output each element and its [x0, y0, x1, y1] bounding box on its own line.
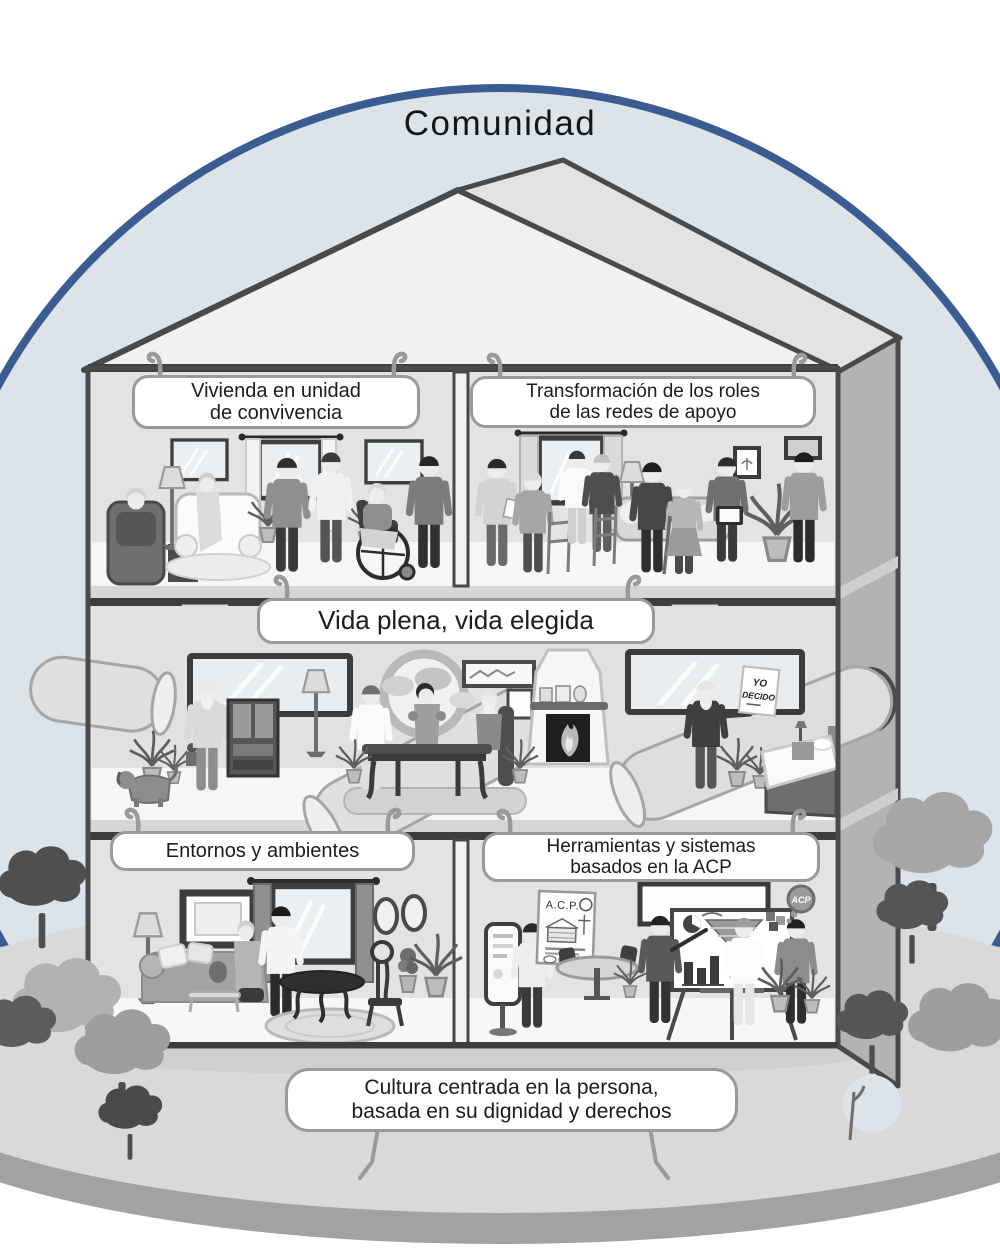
blanket: [360, 528, 398, 550]
bush-plant: [398, 948, 418, 993]
sign-line: basados en la ACP: [570, 857, 732, 878]
divider-wall: [452, 370, 470, 588]
sofa-with-woman: [174, 472, 262, 558]
right-wall-slab-seam: [838, 788, 898, 832]
round-table: [279, 970, 365, 1024]
sign-line: Transformación de los roles: [526, 380, 760, 402]
woman-with-tablet: [705, 457, 749, 562]
nightstand: [792, 742, 814, 760]
sign-room-top-right: Transformación de los roles de las redes…: [470, 376, 816, 428]
divider-wall: [452, 838, 470, 1046]
sign-line: basada en su dignidad y derechos: [351, 1100, 672, 1123]
sign-line: de convivencia: [209, 402, 343, 424]
yo-decido-line1: YO: [752, 677, 768, 689]
pointer-stick: [670, 928, 708, 952]
yo-decido-line2: DECIDO: [742, 689, 776, 702]
ceiling-bar: [88, 832, 838, 840]
frame-plant-doodle: [741, 458, 753, 470]
yo-decido-card: YO DECIDO: [737, 665, 781, 717]
wheelchair-elder: [356, 483, 416, 581]
room-top-right-scene: [474, 429, 828, 575]
skirt: [666, 528, 702, 556]
acp-thought-badge: ACP: [786, 884, 816, 924]
sign-culture-base: Cultura centrada en la persona, basada e…: [285, 1068, 738, 1132]
right-wall-slab-seam: [838, 556, 898, 600]
sign-room-bottom-right: Herramientas y sistemas basados en la AC…: [482, 832, 820, 882]
acp-poster-title: A.C.P.: [546, 899, 580, 912]
oval-mirror: [401, 894, 427, 932]
seated-woman: [408, 683, 446, 744]
dining-table: [362, 744, 492, 800]
window-icon: [364, 439, 424, 485]
speech-bubble-icon: [449, 692, 475, 708]
community-title: Comunidad: [403, 104, 597, 143]
seated-elder: [476, 689, 514, 786]
sign-line: Entornos y ambientes: [165, 839, 360, 862]
right-wall-notch: [843, 1075, 901, 1133]
house-bottom-line: [88, 1042, 838, 1048]
bar-chart-doodle: [682, 956, 724, 986]
meeting-table: [555, 945, 639, 1000]
pie-chart-doodle: [683, 912, 723, 933]
sign-line: Vida plena, vida elegida: [318, 605, 594, 636]
beard: [201, 694, 213, 710]
base-sign-legs: [358, 1126, 670, 1180]
dog-icon: [116, 765, 178, 807]
vegetation: [0, 792, 1000, 1160]
sign-line: Vivienda en unidad: [191, 379, 361, 402]
landscape-frame: [462, 660, 536, 688]
elder-with-cane: [662, 480, 704, 575]
ornate-chair: [366, 940, 404, 1027]
slab: [88, 820, 838, 832]
rug: [343, 787, 527, 815]
seated-elder: [234, 920, 264, 1002]
vase: [209, 961, 227, 983]
yo-decido-man: YO DECIDO: [683, 665, 781, 789]
floor-middle-scene: YO DECIDO: [29, 648, 894, 863]
cube-doodle: [766, 912, 785, 931]
cabinet: [226, 698, 280, 778]
big-frame: [179, 889, 257, 949]
speech-bubble-icon: [382, 676, 414, 696]
oval-mirror: [373, 897, 399, 935]
beard: [700, 694, 712, 710]
sign-line: Herramientas y sistemas: [546, 835, 756, 857]
acp-badge-label: ACP: [790, 895, 811, 905]
puzzle-tube: [29, 655, 177, 736]
sapling-icon: [848, 1085, 866, 1141]
room-bottom-right-scene: A.C.P.: [484, 881, 832, 1041]
acp-poster: A.C.P.: [535, 889, 597, 967]
fireplace: [526, 648, 610, 766]
bed: [760, 721, 840, 818]
dining-group: [334, 667, 540, 815]
sign-floor-middle: Vida plena, vida elegida: [257, 598, 655, 644]
sign-room-bottom-left: Entornos y ambientes: [110, 831, 415, 871]
sign-room-top-left: Vivienda en unidad de convivencia: [132, 375, 420, 429]
rug: [165, 553, 271, 581]
sign-line: Cultura centrada en la persona,: [364, 1076, 659, 1100]
coffee-table: [187, 991, 241, 1013]
sign-line: de las redes de apoyo: [549, 402, 737, 423]
slab: [88, 586, 838, 598]
walker-icon: [592, 505, 618, 567]
house-doodle: [545, 914, 591, 944]
room-top-left-scene: [106, 433, 453, 586]
